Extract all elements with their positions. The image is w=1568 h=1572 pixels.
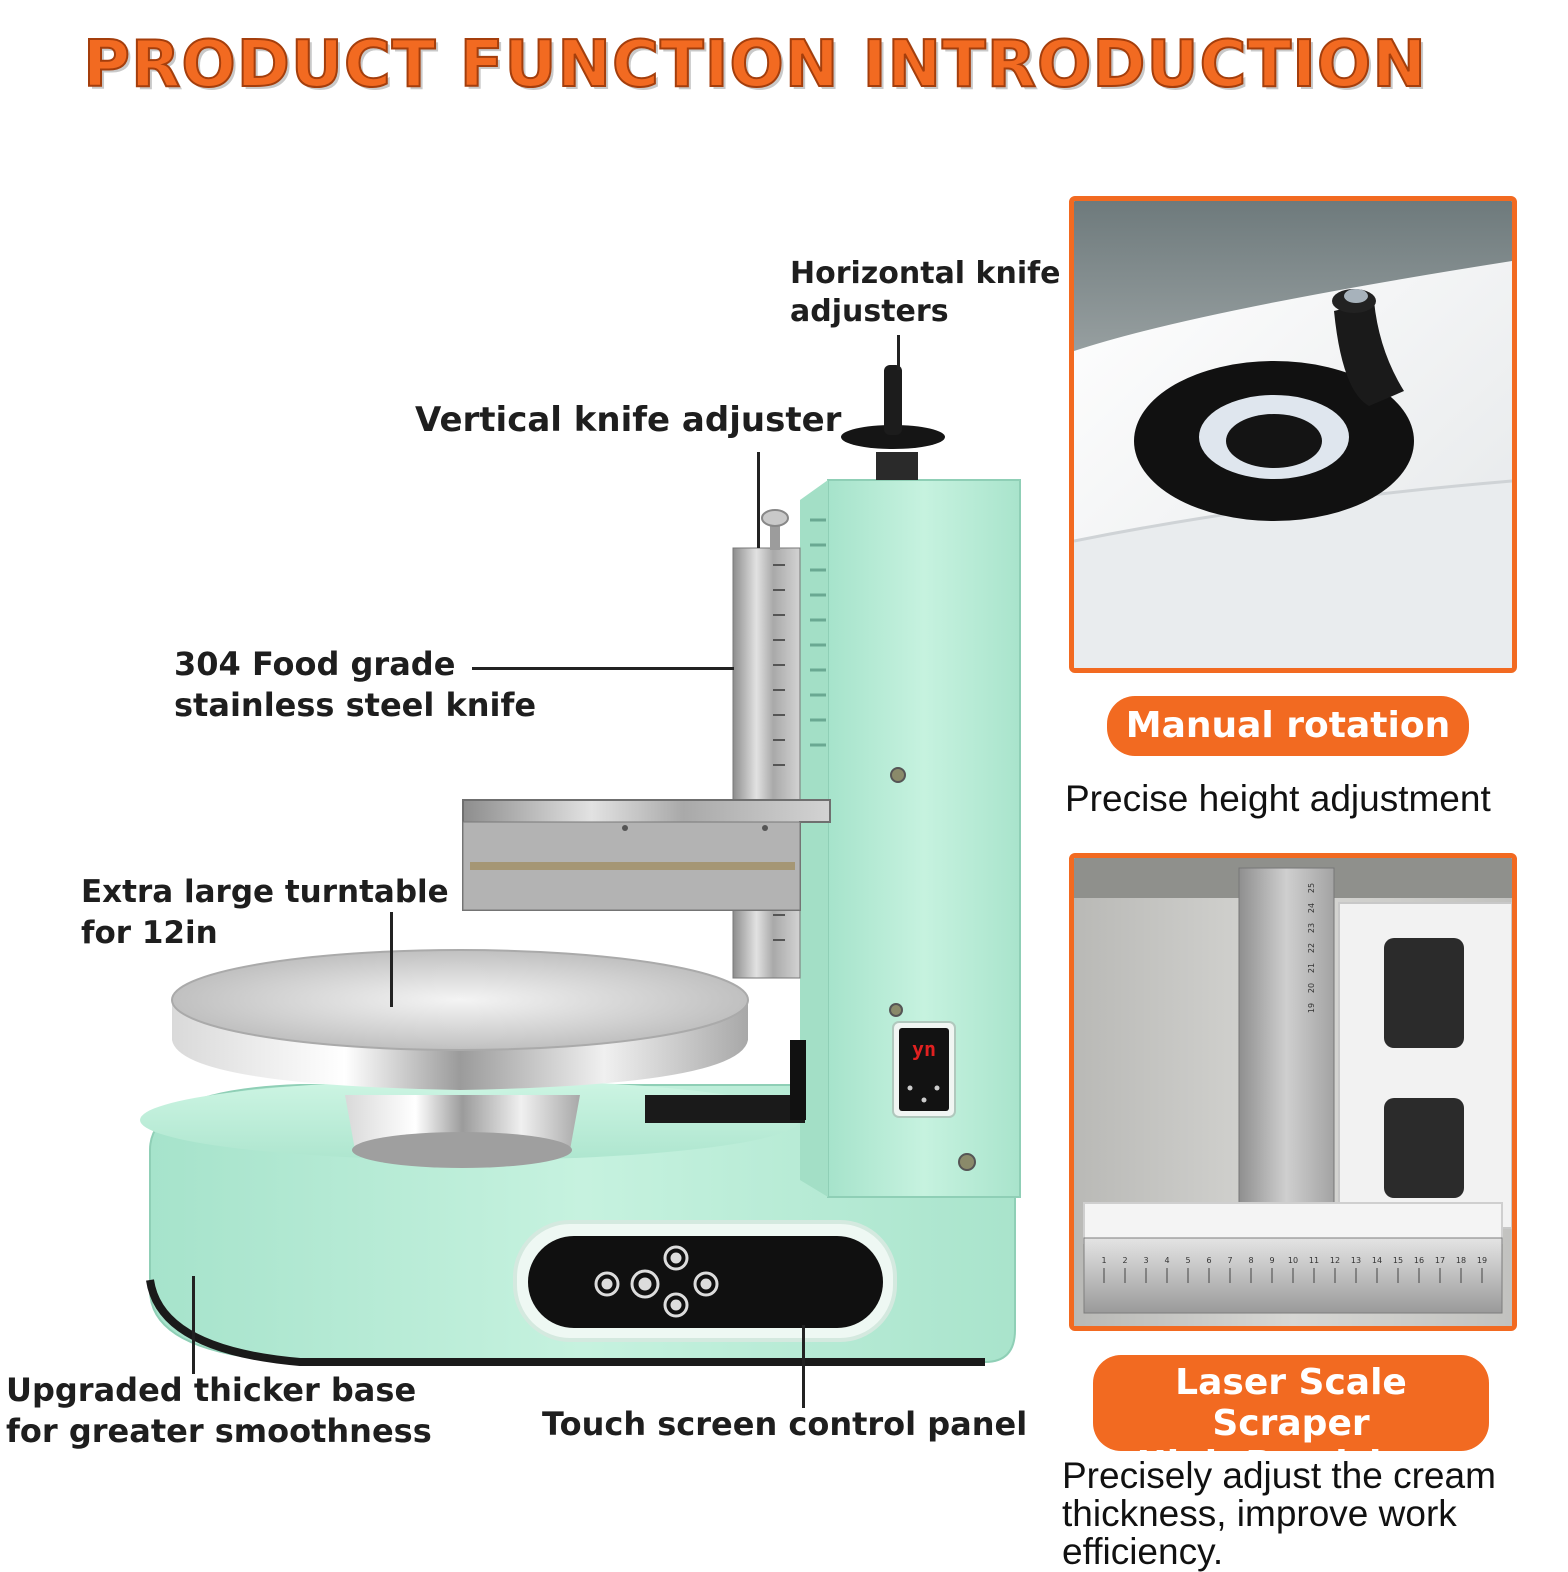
label-vertical-knife-adjuster: Vertical knife adjuster bbox=[415, 400, 842, 440]
ruler-mark-label: 3 bbox=[1143, 1256, 1148, 1265]
machine-illustration: yn bbox=[140, 365, 1021, 1366]
white-bracket bbox=[1338, 902, 1512, 1229]
display-readout: yn bbox=[912, 1037, 936, 1061]
leader-line-stainless-knife bbox=[472, 667, 734, 670]
ruler-mark-label: 18 bbox=[1456, 1256, 1466, 1265]
ruler-mark-label: 13 bbox=[1351, 1256, 1361, 1265]
leader-line-horizontal-knife bbox=[897, 335, 900, 370]
ruler-mark-label: 15 bbox=[1393, 1256, 1403, 1265]
leader-line-vertical-knife bbox=[757, 452, 760, 548]
ruler-mark-label: 8 bbox=[1248, 1256, 1253, 1265]
feature-desc-height-adjustment: Precise height adjustment bbox=[1065, 778, 1491, 819]
leader-line-control-panel bbox=[802, 1325, 805, 1408]
vertical-ruler-mark-label: 25 bbox=[1307, 883, 1316, 893]
label-stainless-steel-knife: 304 Food grade stainless steel knife bbox=[174, 645, 537, 724]
leader-line-turntable bbox=[390, 912, 393, 1007]
ruler-mark-label: 5 bbox=[1185, 1256, 1190, 1265]
ruler-mark-label: 14 bbox=[1372, 1256, 1382, 1265]
label-touch-control-panel: Touch screen control panel bbox=[542, 1405, 1028, 1443]
ruler-mark-label: 7 bbox=[1227, 1256, 1232, 1265]
vertical-ruler-mark-label: 20 bbox=[1307, 983, 1316, 993]
vertical-ruler-mark-label: 19 bbox=[1307, 1003, 1316, 1013]
badge-laser-scale-scraper: Laser Scale Scraper High-Precision. bbox=[1093, 1355, 1489, 1485]
vertical-steel-slide bbox=[732, 547, 801, 979]
vertical-scale-ruler bbox=[1238, 867, 1335, 1219]
handwheel-image bbox=[1074, 201, 1512, 668]
ruler-mark-label: 9 bbox=[1269, 1256, 1274, 1265]
label-thicker-base: Upgraded thicker base for greater smooth… bbox=[6, 1371, 432, 1450]
photo-handwheel bbox=[1069, 196, 1517, 673]
ruler-mark-label: 11 bbox=[1309, 1256, 1319, 1265]
ruler-mark-label: 16 bbox=[1414, 1256, 1424, 1265]
vertical-ruler-mark-label: 23 bbox=[1307, 923, 1316, 933]
ruler-mark-label: 1 bbox=[1101, 1256, 1106, 1265]
ruler-mark-label: 2 bbox=[1122, 1256, 1127, 1265]
vertical-ruler-mark-label: 22 bbox=[1307, 943, 1316, 953]
ruler-mark-label: 6 bbox=[1206, 1256, 1211, 1265]
page-title: PRODUCT FUNCTION INTRODUCTION bbox=[82, 27, 1427, 103]
ruler-mark-label: 17 bbox=[1435, 1256, 1445, 1265]
leader-line-base bbox=[192, 1276, 195, 1374]
horizontal-adjuster-knob bbox=[841, 425, 945, 449]
ruler-mark-label: 12 bbox=[1330, 1256, 1340, 1265]
control-buttons bbox=[594, 1245, 719, 1318]
badge-manual-rotation: Manual rotation bbox=[1107, 696, 1469, 756]
ruler-mark-label: 4 bbox=[1164, 1256, 1169, 1265]
vertical-ruler-mark-label: 21 bbox=[1307, 963, 1316, 973]
feature-desc-cream-thickness: Precisely adjust the cream thickness, im… bbox=[1062, 1455, 1496, 1572]
ruler-mark-label: 10 bbox=[1288, 1256, 1298, 1265]
label-horizontal-knife-adjusters: Horizontal knife adjusters bbox=[790, 256, 1061, 329]
vertical-ruler-mark-label: 24 bbox=[1307, 903, 1316, 913]
label-extra-large-turntable: Extra large turntable for 12in bbox=[81, 874, 449, 951]
ruler-mark-label: 19 bbox=[1477, 1256, 1487, 1265]
